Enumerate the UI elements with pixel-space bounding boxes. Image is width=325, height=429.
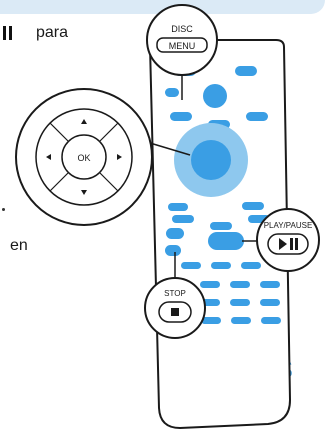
remote-num-6 bbox=[260, 281, 280, 288]
remote-num-2 bbox=[211, 262, 231, 269]
remote-button-row3-b bbox=[210, 222, 232, 230]
play-pause-button bbox=[268, 234, 308, 254]
stop-label: STOP bbox=[164, 289, 186, 298]
remote-play-button bbox=[208, 232, 244, 250]
remote-button-row2-a bbox=[168, 203, 188, 211]
disc-label-line1: DISC bbox=[171, 24, 193, 34]
remote-num-12 bbox=[261, 317, 281, 324]
remote-stop-button bbox=[166, 228, 184, 239]
remote-num-11 bbox=[231, 317, 251, 324]
ok-label: OK bbox=[77, 153, 90, 163]
remote-button-side bbox=[165, 245, 181, 256]
play-pause-label: PLAY/PAUSE bbox=[264, 221, 313, 230]
remote-num-1 bbox=[181, 262, 201, 269]
stop-square-icon bbox=[171, 308, 179, 316]
disc-label-line2: MENU bbox=[169, 41, 196, 51]
remote-num-9 bbox=[260, 299, 280, 306]
remote-num-8 bbox=[230, 299, 250, 306]
pause-icon-bar1 bbox=[290, 238, 293, 250]
remote-button-row2-b bbox=[242, 202, 264, 210]
remote-button-left bbox=[165, 88, 179, 97]
remote-button-row3-a bbox=[172, 215, 194, 223]
remote-round-button bbox=[203, 84, 227, 108]
remote-num-5 bbox=[230, 281, 250, 288]
remote-nav-center bbox=[191, 140, 231, 180]
remote-button-row1-c bbox=[246, 112, 268, 121]
remote-num-3 bbox=[241, 262, 261, 269]
remote-button-row1-a bbox=[170, 112, 192, 121]
pause-icon-bar2 bbox=[295, 238, 298, 250]
remote-button-top-right bbox=[235, 66, 257, 76]
remote-num-4 bbox=[200, 281, 220, 288]
